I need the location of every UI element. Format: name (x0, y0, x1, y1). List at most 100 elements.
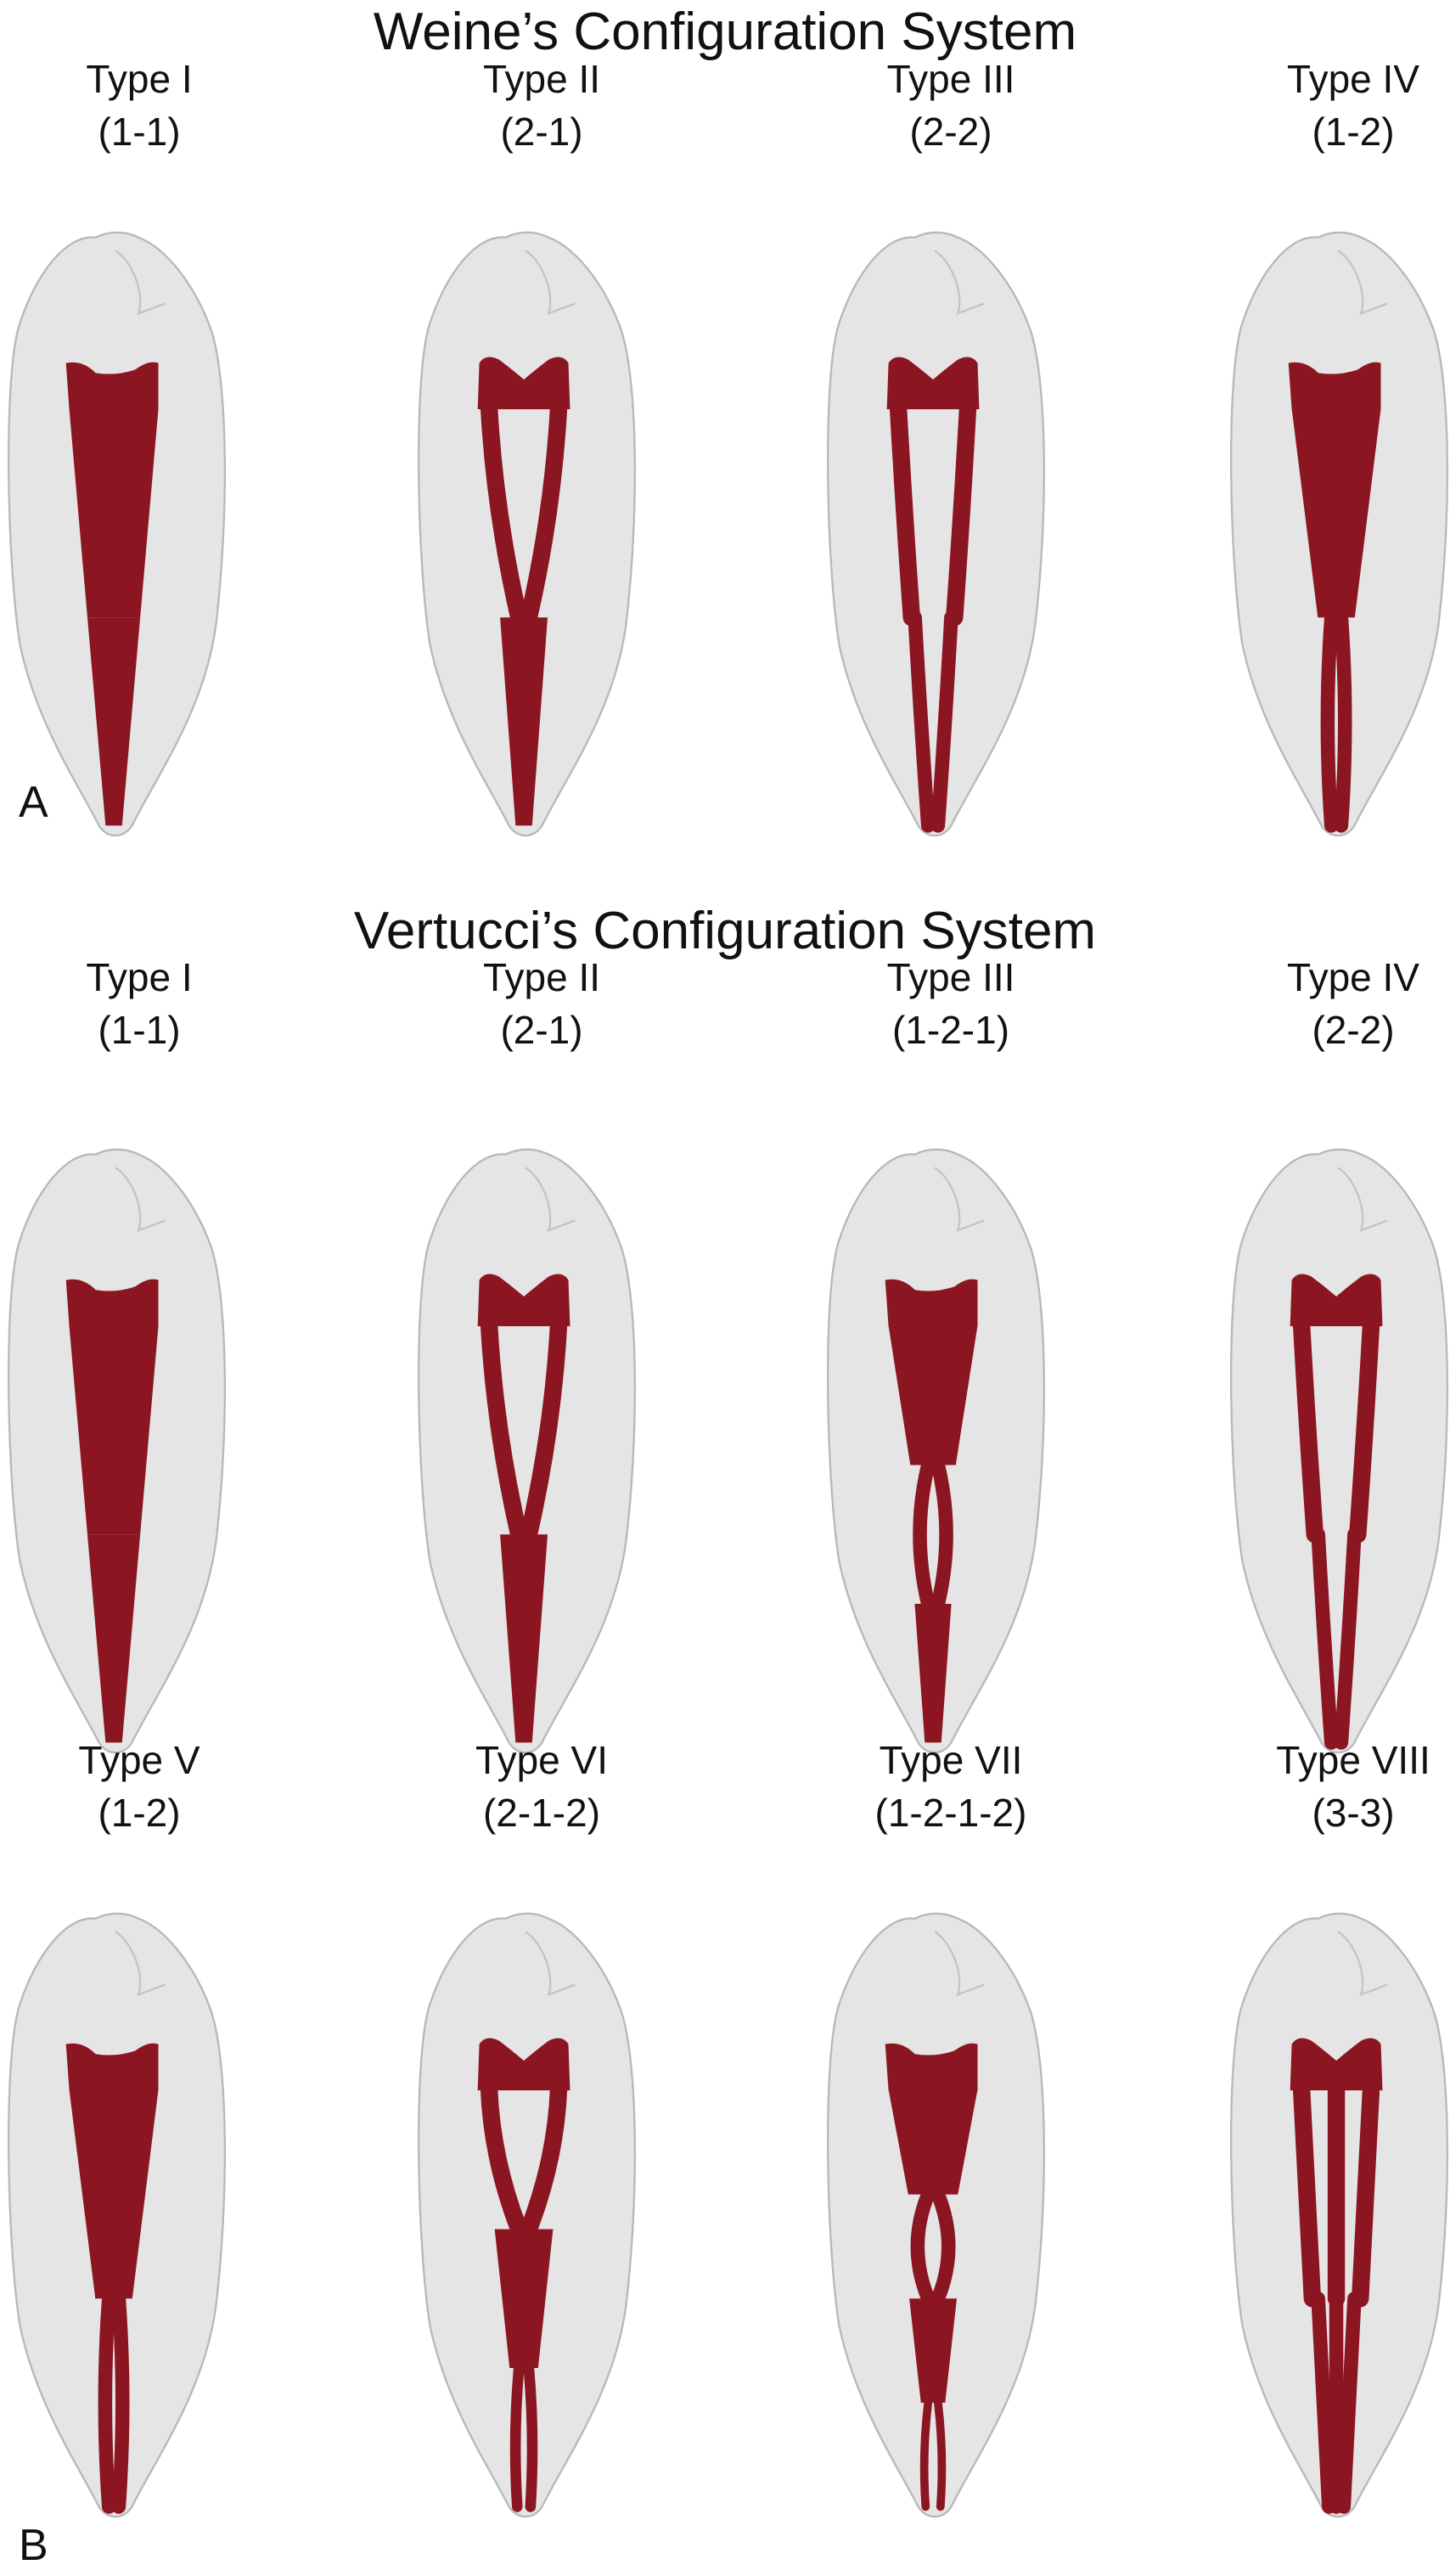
canal-segment (909, 2298, 958, 2403)
tooth-diagram (1222, 1909, 1450, 2520)
tooth-diagram (410, 1909, 641, 2520)
canal-branch (889, 398, 920, 627)
tooth-diagram (0, 1145, 231, 1756)
type-label: Type I (86, 955, 193, 999)
crown-groove (525, 1167, 576, 1233)
tooth-diagram (0, 1909, 231, 2520)
pulp-chamber (1290, 1274, 1383, 1327)
canal-branch (930, 2187, 956, 2306)
pulp-chamber (65, 362, 159, 410)
canal-segment (914, 1603, 952, 1743)
panel-title: Vertucci’s Configuration System (353, 902, 1097, 960)
canal-branch (913, 1458, 936, 1611)
type-label: Type IV (1287, 57, 1419, 101)
config-label: (2-2) (1312, 1008, 1395, 1052)
canal-segment (69, 408, 159, 618)
canal-branch (910, 2187, 936, 2306)
canal-branch (1292, 1315, 1324, 1544)
canal-branch (930, 610, 958, 833)
pulp-chamber (477, 2038, 570, 2091)
canal-segment (888, 2089, 978, 2195)
canal-branch (111, 2291, 130, 2514)
canal-branch (520, 1315, 568, 1544)
pulp-chamber (65, 2043, 159, 2091)
pulp-chamber (1288, 362, 1381, 410)
tooth-diagram (819, 228, 1050, 839)
crown-groove (115, 1931, 166, 1997)
tooth-outline (827, 231, 1046, 837)
canal-segment (494, 2229, 554, 2368)
config-label: (1-2-1-2) (874, 1791, 1027, 1835)
canal-branch (520, 2079, 568, 2238)
config-label: (2-1-2) (482, 1791, 601, 1835)
tooth-svg (418, 1148, 637, 1754)
canal-branch (1311, 1527, 1339, 1750)
type-label: Type IV (1287, 955, 1419, 999)
type-label: Type III (886, 955, 1015, 999)
canal-segment (1291, 408, 1381, 618)
tooth-svg (1230, 1148, 1449, 1754)
config-label: (3-3) (1312, 1791, 1395, 1835)
tooth-outline (827, 1912, 1046, 2518)
tooth-diagram (0, 228, 231, 839)
type-label: Type V (78, 1738, 200, 1782)
canal-branch (98, 2291, 116, 2514)
panel-letter: B (19, 2521, 48, 2570)
canal-branch (946, 398, 977, 627)
type-label: Type II (482, 955, 601, 999)
canal-segment (87, 1534, 141, 1743)
canal-segment (500, 617, 548, 826)
tooth-svg (827, 1912, 1046, 2518)
tooth-diagram (410, 1145, 641, 1756)
pulp-chamber (885, 1279, 978, 1327)
crown-groove (115, 1167, 166, 1233)
canal-branch (1349, 1315, 1380, 1544)
canal-segment (69, 2089, 159, 2299)
tooth-diagram (410, 228, 641, 839)
config-label: (1-2) (1312, 110, 1395, 154)
type-label: Type VII (879, 1738, 1023, 1782)
canal-segment (500, 1534, 548, 1743)
crown-groove (1337, 1931, 1388, 1997)
canal-branch (1311, 2291, 1336, 2514)
canal-branch (509, 2362, 525, 2512)
canal-segment (888, 1325, 978, 1465)
tooth-outline (418, 1148, 637, 1754)
tooth-svg (418, 231, 637, 837)
panel-title: Weine’s Configuration System (373, 3, 1077, 61)
config-label: (2-1) (500, 1008, 583, 1052)
type-label: Type II (482, 57, 601, 101)
config-label: (1-2-1) (891, 1008, 1010, 1052)
config-label: (2-2) (909, 110, 992, 154)
tooth-diagram (819, 1909, 1050, 2520)
canal-branch (480, 2079, 528, 2238)
canal-branch (934, 2398, 947, 2511)
canal-branch (520, 398, 568, 627)
crown-groove (1337, 250, 1388, 316)
tooth-svg (1230, 1912, 1449, 2518)
canal-branch (1334, 610, 1352, 833)
tooth-svg (8, 1912, 227, 2518)
canal-branch (1352, 2079, 1380, 2308)
pulp-chamber (885, 2043, 978, 2091)
tooth-svg (8, 1148, 227, 1754)
crown-groove (115, 250, 166, 316)
tooth-svg (827, 231, 1046, 837)
canal-branch (908, 610, 936, 833)
canal-branch (919, 2398, 933, 2511)
canal-branch (480, 398, 528, 627)
crown-groove (1337, 1167, 1388, 1233)
crown-groove (934, 250, 985, 316)
canal-branch (523, 2362, 538, 2512)
tooth-svg (1230, 231, 1449, 837)
config-label: (1-2) (98, 1791, 181, 1835)
config-label: (2-1) (500, 110, 583, 154)
tooth-svg (827, 1148, 1046, 1754)
tooth-svg (8, 231, 227, 837)
pulp-chamber (477, 357, 570, 410)
type-label: Type VI (475, 1738, 608, 1782)
crown-groove (525, 250, 576, 316)
tooth-diagram (1222, 1145, 1450, 1756)
pulp-chamber (65, 1279, 159, 1327)
pulp-chamber (886, 357, 980, 410)
